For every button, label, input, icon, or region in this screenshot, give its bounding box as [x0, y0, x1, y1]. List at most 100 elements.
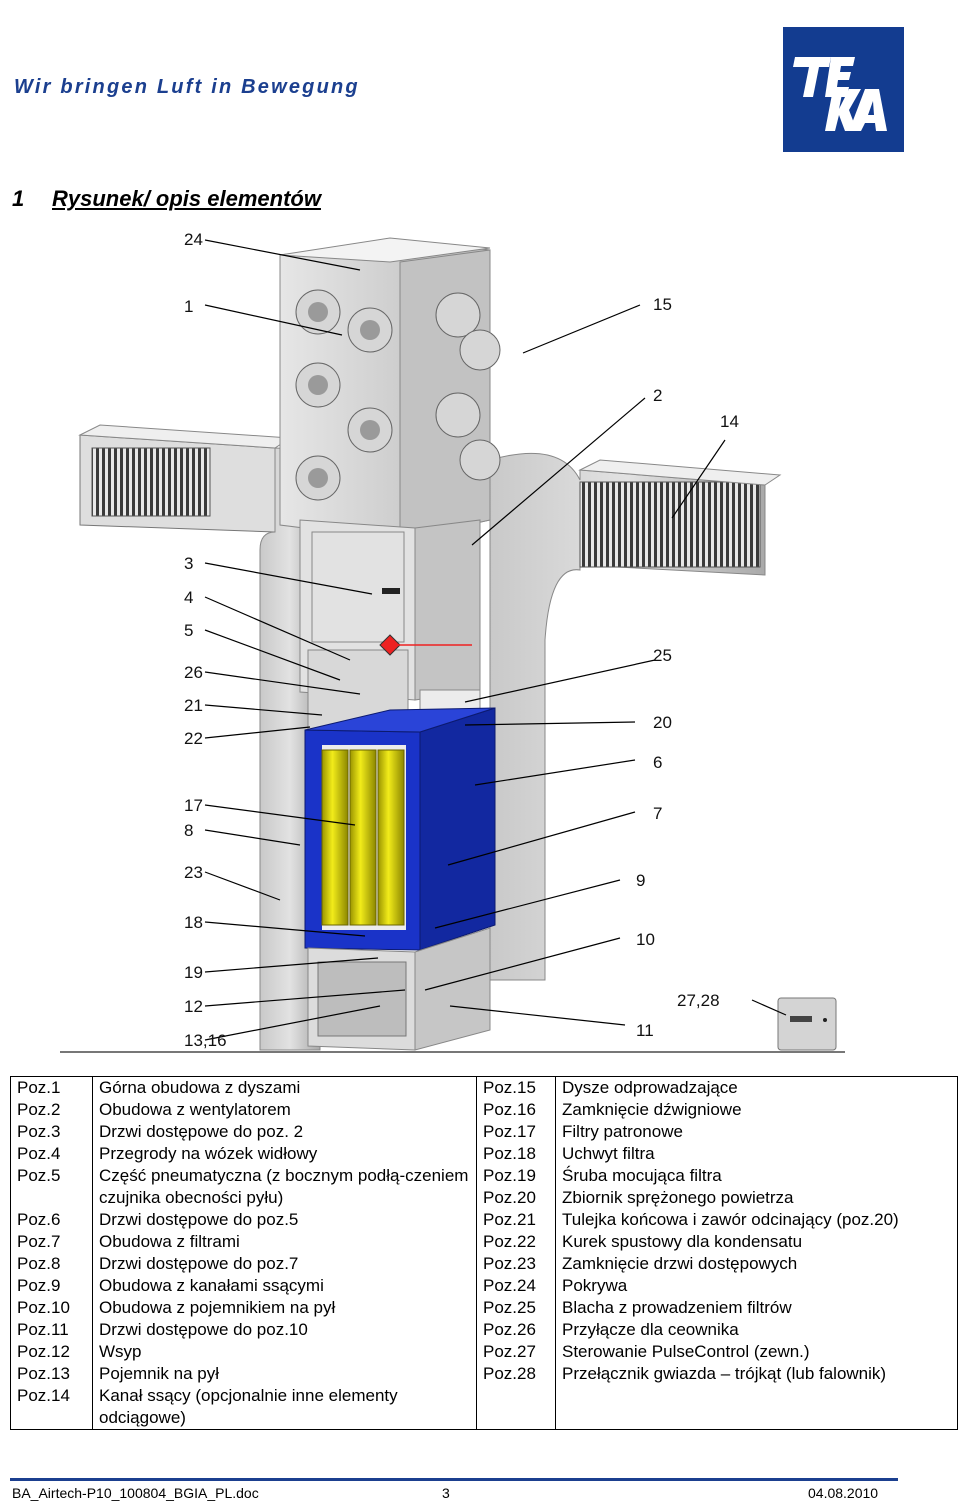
- legend-desc: Drzwi dostępowe do poz.5: [99, 1210, 299, 1229]
- legend-pos: Poz.11: [17, 1320, 69, 1339]
- callout-3: 3: [184, 554, 194, 573]
- callout-8: 8: [184, 821, 194, 840]
- legend-desc: Zamknięcie drzwi dostępowych: [562, 1254, 798, 1273]
- callout-14: 14: [720, 412, 739, 431]
- legend-pos: Poz.16: [483, 1100, 536, 1119]
- callout-17: 17: [184, 796, 203, 815]
- callout-22: 22: [184, 729, 203, 748]
- legend-desc: Pojemnik na pył: [99, 1364, 220, 1383]
- callout-20: 20: [653, 713, 672, 732]
- teka-logo-icon: [783, 27, 904, 152]
- legend-desc: Kurek spustowy dla kondensatu: [562, 1232, 803, 1251]
- legend-pos: Poz.22: [483, 1232, 536, 1251]
- legend-desc: Zamknięcie dźwigniowe: [562, 1100, 742, 1119]
- legend-desc: Obudowa z filtrami: [99, 1232, 240, 1251]
- legend-pos: Poz.21: [483, 1210, 536, 1229]
- legend-desc: Górna obudowa z dyszami: [99, 1078, 301, 1097]
- callout-1: 1: [184, 297, 194, 316]
- legend-desc: Tulejka końcowa i zawór odcinający (poz.…: [562, 1210, 899, 1229]
- legend-desc: Część pneumatyczna (z bocznym podłą-czen…: [99, 1166, 469, 1207]
- footer-rule: [10, 1478, 898, 1481]
- legend-pos: Poz.14: [17, 1386, 70, 1405]
- callout-10: 10: [636, 930, 655, 949]
- callout-9: 9: [636, 871, 646, 890]
- legend-pos: Poz.5: [17, 1166, 61, 1185]
- legend-pos: Poz.25: [483, 1298, 536, 1317]
- callout-23: 23: [184, 863, 203, 882]
- legend-desc: Drzwi dostępowe do poz. 2: [99, 1122, 304, 1141]
- legend-desc: Zbiornik sprężonego powietrza: [562, 1188, 794, 1207]
- legend-pos: Poz.28: [483, 1364, 536, 1383]
- legend-desc: Filtry patronowe: [562, 1122, 683, 1141]
- legend-pos: Poz.24: [483, 1276, 536, 1295]
- legend-desc: Przegrody na wózek widłowy: [99, 1144, 318, 1163]
- legend-desc: Blacha z prowadzeniem filtrów: [562, 1298, 792, 1317]
- legend-pos: Poz.2: [17, 1100, 61, 1119]
- legend-pos: Poz.12: [17, 1342, 70, 1361]
- legend-desc: Uchwyt filtra: [562, 1144, 655, 1163]
- callout-13-16: 13,16: [184, 1031, 227, 1050]
- legend-pos: Poz.18: [483, 1144, 536, 1163]
- callout-25: 25: [653, 646, 672, 665]
- leader-lines: [204, 239, 787, 1041]
- legend-pos: Poz.15: [483, 1078, 536, 1097]
- legend-pos: Poz.3: [17, 1122, 61, 1141]
- callout-24: 24: [184, 230, 203, 249]
- legend-desc: Pokrywa: [562, 1276, 628, 1295]
- legend-pos: Poz.27: [483, 1342, 536, 1361]
- callout-5: 5: [184, 621, 194, 640]
- legend-left-descriptions: Górna obudowa z dyszami Obudowa z wentyl…: [92, 1076, 477, 1430]
- right-suction-duct: [489, 452, 782, 981]
- footer-date: 04.08.2010: [808, 1485, 879, 1501]
- legend-pos: Poz.1: [17, 1078, 61, 1097]
- section-number: 1: [12, 186, 25, 211]
- legend-pos: Poz.7: [17, 1232, 61, 1251]
- section-title: Rysunek/ opis elementów: [52, 186, 321, 211]
- legend-desc: Obudowa z kanałami ssącymi: [99, 1276, 324, 1295]
- callout-27-28: 27,28: [677, 991, 720, 1010]
- callout-26: 26: [184, 663, 203, 682]
- legend-desc: Drzwi dostępowe do poz.10: [99, 1320, 308, 1339]
- callout-12: 12: [184, 997, 203, 1016]
- legend-pos: Poz.10: [17, 1298, 70, 1317]
- legend-right-positions: Poz.15 Poz.16 Poz.17 Poz.18 Poz.19 Poz.2…: [476, 1076, 556, 1430]
- filter-housing: [304, 707, 496, 951]
- dust-bin-housing: [307, 927, 491, 1051]
- callout-11: 11: [636, 1021, 654, 1040]
- legend-pos: Poz.20: [483, 1188, 536, 1207]
- unit-drawing-svg: [60, 237, 845, 1053]
- legend-left-positions: Poz.1 Poz.2 Poz.3 Poz.4 Poz.5 Poz.6 Poz.…: [10, 1076, 93, 1430]
- legend-pos: Poz.9: [17, 1276, 61, 1295]
- section-heading: 1 Rysunek/ opis elementów: [12, 186, 321, 212]
- legend-right-descriptions: Dysze odprowadzające Zamknięcie dźwignio…: [555, 1076, 958, 1430]
- legend-desc: Przełącznik gwiazda – trójkąt (lub falow…: [562, 1364, 887, 1383]
- callout-19: 19: [184, 963, 203, 982]
- legend-pos: Poz.19: [483, 1166, 536, 1185]
- tagline: Wir bringen Luft in Bewegung: [14, 76, 360, 98]
- callout-4: 4: [184, 588, 194, 607]
- legend-desc: Obudowa z wentylatorem: [99, 1100, 291, 1119]
- top-housing: [279, 237, 501, 541]
- callout-2: 2: [653, 386, 663, 405]
- legend-desc: Przyłącze dla ceownika: [562, 1320, 739, 1339]
- pulsecontrol-box: [777, 997, 837, 1051]
- legend-table: Poz.1 Poz.2 Poz.3 Poz.4 Poz.5 Poz.6 Poz.…: [10, 1076, 958, 1430]
- legend-pos: Poz.8: [17, 1254, 61, 1273]
- teka-logo: [783, 27, 904, 152]
- legend-pos: Poz.13: [17, 1364, 70, 1383]
- legend-desc: Dysze odprowadzające: [562, 1078, 738, 1097]
- legend-desc: Kanał ssący (opcjonalnie inne elementy o…: [99, 1386, 398, 1427]
- legend-desc: Sterowanie PulseControl (zewn.): [562, 1342, 810, 1361]
- callout-7: 7: [653, 804, 663, 823]
- legend-pos: Poz.26: [483, 1320, 536, 1339]
- footer-filename: BA_Airtech-P10_100804_BGIA_PL.doc: [12, 1485, 259, 1501]
- legend-desc: Drzwi dostępowe do poz.7: [99, 1254, 299, 1273]
- footer-page-number: 3: [442, 1485, 450, 1501]
- legend-pos: Poz.17: [483, 1122, 536, 1141]
- legend-pos: Poz.6: [17, 1210, 61, 1229]
- legend-pos: Poz.23: [483, 1254, 536, 1273]
- callout-15: 15: [653, 295, 672, 314]
- legend-desc: Wsyp: [99, 1342, 142, 1361]
- fan-housing: [299, 519, 481, 731]
- legend-row: Poz.1 Poz.2 Poz.3 Poz.4 Poz.5 Poz.6 Poz.…: [10, 1076, 958, 1430]
